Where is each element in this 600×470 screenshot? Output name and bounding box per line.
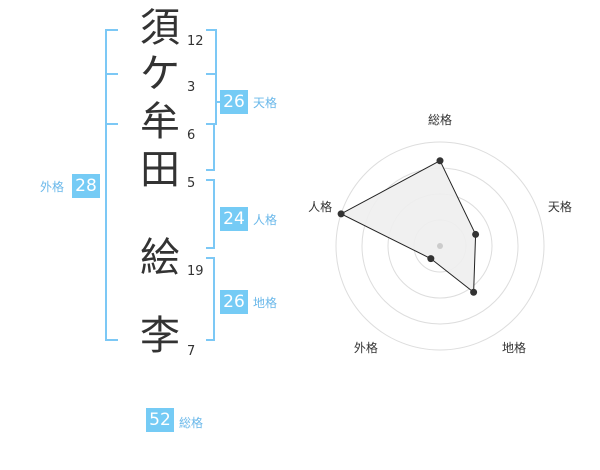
gaikaku-label: 外格	[40, 180, 65, 194]
stroke-count-6: 7	[187, 344, 196, 359]
gaikaku-bracket	[105, 29, 118, 341]
jinkaku-label: 人格	[253, 213, 278, 227]
radar-point-3	[470, 288, 478, 296]
radar-axis-label: 人格	[308, 199, 332, 214]
tenkaku-label: 天格	[253, 96, 278, 110]
chikaku-label: 地格	[253, 296, 278, 310]
tenkaku-bracket-bottom	[206, 73, 217, 125]
soukaku-label: 総格	[179, 416, 204, 430]
radar-center-dot	[437, 243, 443, 249]
tenkaku-value-badge: 26	[220, 90, 248, 114]
jinkaku-bracket-top	[206, 123, 215, 171]
radar-grid-ring	[335, 141, 545, 351]
name-char-6: 李	[140, 313, 180, 359]
gaikaku-bracket-ticks	[106, 73, 118, 125]
name-char-4: 田	[140, 147, 180, 193]
radar-point-4	[427, 255, 435, 263]
name-char-5: 絵	[140, 235, 180, 281]
radar-points	[337, 157, 480, 296]
tenkaku-bracket-top	[206, 29, 217, 75]
radar-value-polygon	[340, 160, 477, 294]
radar-point-1	[436, 157, 444, 165]
chikaku-bracket	[206, 257, 215, 341]
chikaku-value-badge: 26	[220, 290, 248, 314]
jinkaku-bracket-bottom	[206, 179, 215, 249]
radar-axis-label: 外格	[354, 340, 378, 355]
name-char-2: ケ	[140, 51, 180, 97]
stroke-count-4: 5	[187, 176, 196, 191]
stroke-count-2: 3	[187, 80, 196, 95]
jinkaku-value-badge: 24	[220, 207, 248, 231]
stroke-count-1: 12	[187, 34, 204, 49]
name-char-3: 牟	[140, 99, 180, 145]
stroke-count-5: 19	[187, 264, 204, 279]
radar-axis-label: 天格	[548, 199, 572, 214]
radar-axis-label: 総格	[428, 112, 452, 127]
radar-axis-label: 地格	[502, 340, 526, 355]
radar-point-5	[337, 210, 345, 218]
stroke-count-3: 6	[187, 128, 196, 143]
name-char-1: 須	[140, 5, 180, 51]
gaikaku-value-badge: 28	[72, 174, 100, 198]
radar-point-2	[472, 230, 480, 238]
soukaku-value-badge: 52	[146, 408, 174, 432]
